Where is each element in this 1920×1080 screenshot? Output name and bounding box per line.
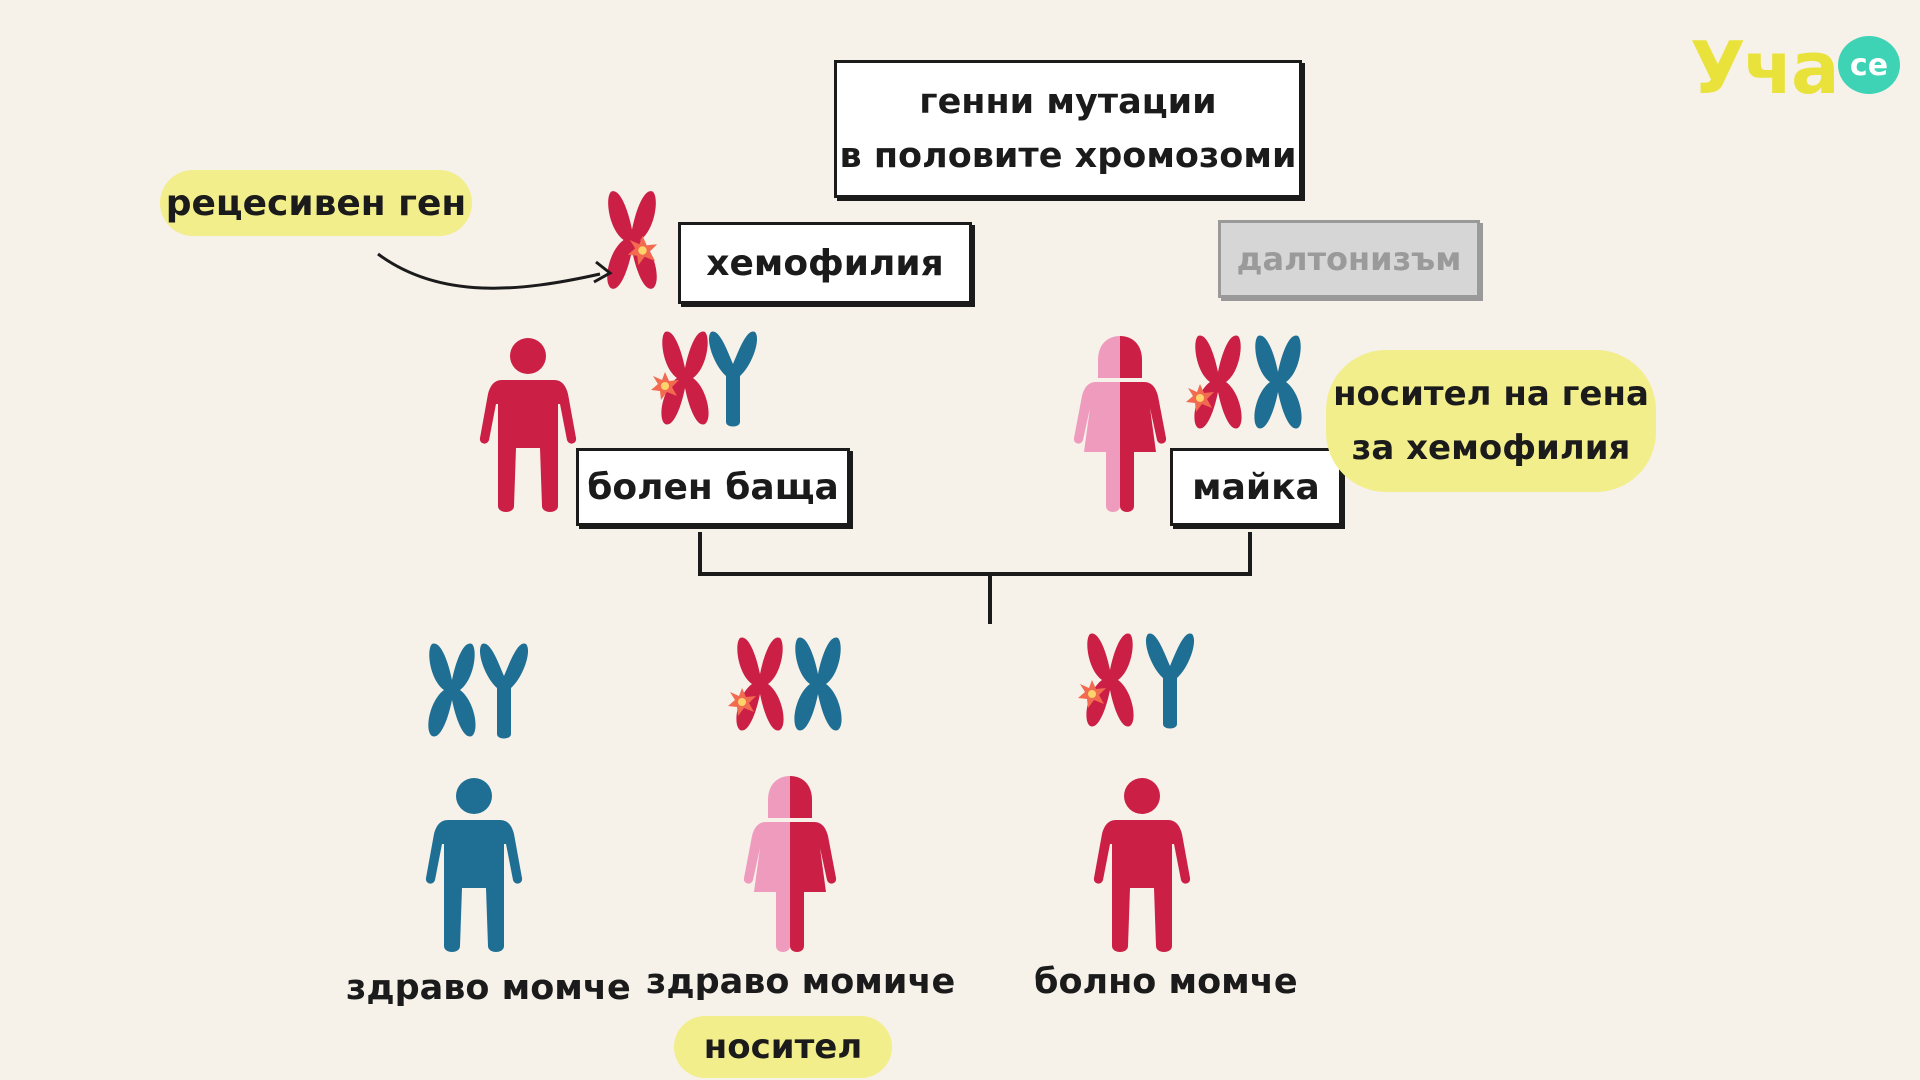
child-carrier-girl-chromosomes xyxy=(728,637,842,731)
mother-note-line2: за хемофилия xyxy=(1351,428,1631,468)
recessive-gene-chromosome xyxy=(607,191,658,289)
child-healthy-boy-label: здраво момче xyxy=(346,968,631,1008)
father-label: болен баща xyxy=(576,448,850,526)
inheritance-connector xyxy=(698,532,1252,624)
brand-logo-badge: се xyxy=(1838,36,1900,94)
child-sick-boy-label: болно момче xyxy=(1034,962,1298,1002)
child-healthy-boy-chromosomes xyxy=(428,643,529,739)
child-healthy-boy-figure xyxy=(425,778,523,952)
title-box: генни мутации в половите хромозоми xyxy=(834,60,1302,198)
title-line1: генни мутации xyxy=(919,82,1217,122)
carrier-tag: носител xyxy=(674,1016,892,1078)
father-figure xyxy=(479,338,577,512)
father-chromosomes xyxy=(651,331,758,427)
color-blindness-label: далтонизъм xyxy=(1218,220,1480,298)
child-carrier-girl-figure xyxy=(743,776,837,952)
brand-logo: Уча xyxy=(1690,26,1840,110)
mother-label: майка xyxy=(1170,448,1342,526)
hemophilia-label: хемофилия xyxy=(678,222,972,304)
pointer-arrow xyxy=(377,252,601,290)
child-sick-boy-chromosomes xyxy=(1078,633,1195,729)
child-carrier-girl-label: здраво момиче xyxy=(646,962,956,1002)
recessive-gene-label: рецесивен ген xyxy=(160,170,472,236)
title-line2: в половите хромозоми xyxy=(839,136,1297,176)
mother-note-line1: носител на гена xyxy=(1333,374,1649,414)
mother-carrier-note: носител на гена за хемофилия xyxy=(1326,350,1656,492)
mother-figure xyxy=(1073,336,1167,512)
child-sick-boy-figure xyxy=(1093,778,1191,952)
mother-chromosomes xyxy=(1186,335,1302,429)
